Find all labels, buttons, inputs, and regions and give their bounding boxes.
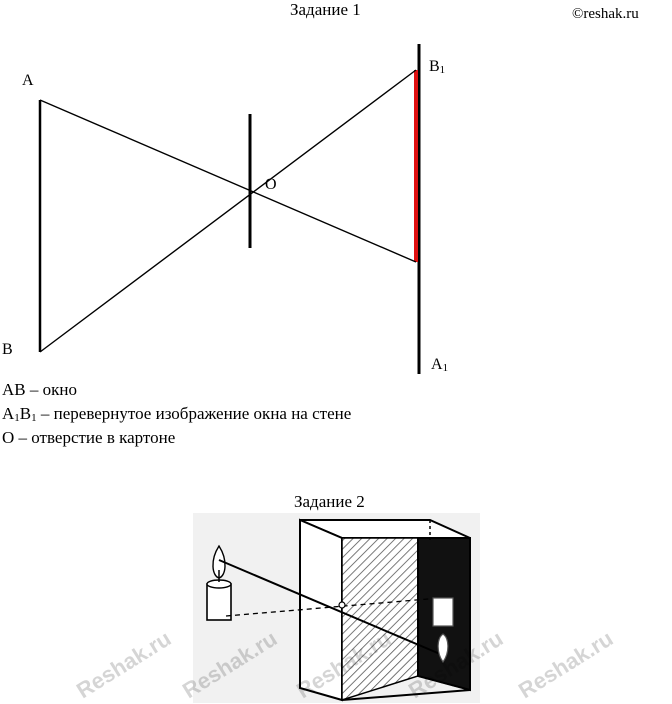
label-a1: A1 [431, 356, 449, 374]
legend-line-window: AB – окно [2, 380, 77, 399]
ray-b-to-b1 [39, 69, 417, 353]
inverted-flame [437, 633, 449, 664]
box-side-wall [341, 537, 419, 702]
inverted-candle [432, 597, 454, 627]
task2-illustration [193, 513, 480, 703]
candle [206, 583, 232, 621]
legend-line-image: A1B1 – перевернутое изображение окна на … [2, 404, 352, 424]
task1-title: Задание 1 [290, 0, 361, 19]
pinhole [338, 601, 346, 609]
site-credit: ©reshak.ru [572, 6, 639, 22]
task2-title: Задание 2 [294, 492, 365, 511]
legend: AB – окно A1B1 – перевернутое изображени… [2, 378, 351, 450]
label-a: A [22, 72, 34, 89]
ray-a-to-a1 [39, 99, 417, 263]
label-b1: B1 [429, 58, 446, 76]
label-b: B [2, 341, 13, 358]
label-o: O [265, 176, 277, 193]
legend-line-hole: O – отверстие в картоне [2, 428, 176, 447]
